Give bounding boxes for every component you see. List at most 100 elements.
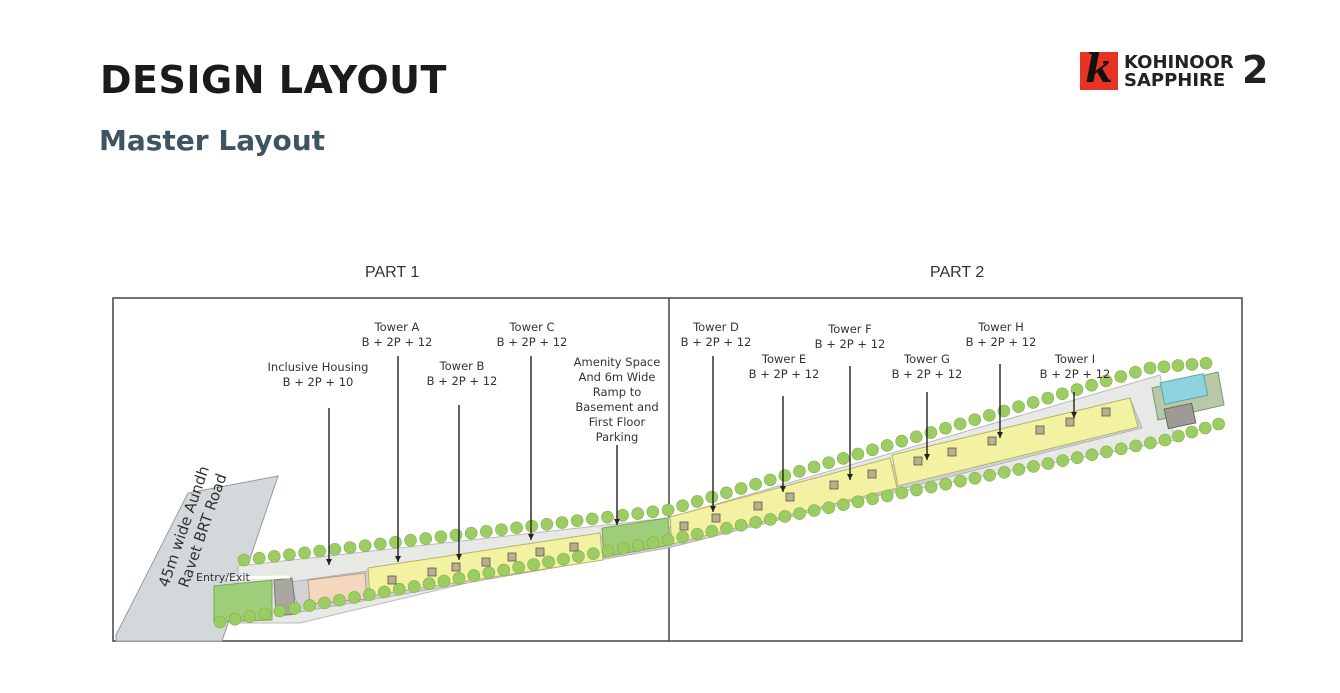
entry-green [213,579,273,623]
tree-icon [1070,451,1084,464]
tower-c-label-line: Tower C [508,320,554,334]
tree-icon [512,561,525,574]
tree-icon [1144,436,1157,450]
tree-icon [495,523,508,536]
tree-icon [910,483,923,497]
tree-icon [389,535,402,549]
unit-marker [679,521,689,531]
tree-icon [631,539,645,552]
end-structure [1163,402,1197,430]
tree-icon [749,477,762,491]
tree-icon [437,574,451,588]
tree-icon [298,546,311,560]
tree-icon [778,510,792,523]
tree-icon [527,558,540,571]
tree-icon [895,486,909,500]
unit-marker [427,567,437,577]
tower-i-label-line: Tower I [1054,352,1095,366]
tree-icon [749,516,763,529]
unit-marker [569,542,579,552]
tree-icon [601,510,614,524]
tree-icon [328,542,342,556]
tree-icon [1085,378,1098,392]
tree-icon [822,456,835,469]
tree-icon [851,447,865,461]
plan-frame [112,297,1243,642]
tree-icon [676,499,689,512]
tower-b-label-line: B + 2P + 12 [427,374,498,388]
tree-icon [1143,361,1157,375]
tree-icon [237,553,251,567]
tower-b-label: Tower BB + 2P + 12 [427,359,498,388]
tree-icon [570,514,584,528]
tree-icon [449,528,463,542]
tower-a-label-line: B + 2P + 12 [362,335,433,349]
tree-icon [983,468,996,482]
tree-icon [243,610,257,623]
unit-marker [481,557,491,567]
tree-icon [953,417,967,431]
inclusive-housing-label-line: Inclusive Housing [268,360,369,374]
tree-icon [807,504,821,517]
tree-icon [1199,356,1213,370]
tower-e-label-line: B + 2P + 12 [749,367,820,381]
tree-icon [479,525,493,538]
logo-line-2: SAPPHIRE [1124,70,1226,91]
unit-marker [451,562,461,572]
tree-icon [997,404,1011,418]
entry-exit-label: Entry/Exit [196,571,250,584]
tower-f-label-line: Tower F [827,322,872,336]
tree-icon [540,517,554,531]
tree-icon [1027,460,1040,473]
tree-icon [1012,400,1025,414]
tree-icon [392,582,406,596]
leader-lines [326,356,1077,565]
tower-b-arrow-icon [456,554,462,560]
tower-i-label-line: B + 2P + 12 [1040,367,1111,381]
tower-a-label-line: Tower A [374,320,420,334]
tree-icon [968,413,982,426]
page-title: DESIGN LAYOUT [100,58,447,102]
tree-icon [1056,454,1069,467]
tower-f-arrow-icon [847,474,853,480]
tree-icon [482,566,496,580]
tree-icon [1099,374,1113,388]
part-1-label: PART 1 [365,264,420,281]
tree-icon [997,466,1011,479]
tree-icon [252,551,266,565]
tree-icon [836,452,850,465]
tree-icon [1100,445,1113,459]
tree-icon [851,495,865,509]
tree-icon [939,477,953,491]
tree-icon [572,550,585,563]
amenity-space-label-line: Parking [596,430,639,444]
tree-icon [1085,448,1099,462]
tree-icon [983,409,996,422]
tower-d-label: Tower DB + 2P + 12 [681,320,752,349]
tree-icon [1129,366,1142,379]
tree-icon [1114,442,1128,456]
tree-icon [1012,463,1026,476]
tree-icon [1171,359,1185,372]
unit-marker [1035,425,1045,435]
tree-icon [542,555,555,569]
tower-units [387,407,1111,585]
tree-icon [763,473,777,487]
amenity-space-label-line: And 6m Wide [579,370,656,384]
tree-icon [910,430,923,444]
unit-marker [913,456,923,466]
unit-marker [711,513,721,523]
amenity-space-label-line: Ramp to [593,385,642,399]
tree-icon [616,541,630,555]
amenity-space-label-line: Amenity Space [574,355,661,369]
tower-g-label-line: Tower G [903,352,950,366]
tree-icon [939,421,952,435]
tree-icon [555,516,569,529]
tree-icon [705,524,719,538]
tree-icon [661,533,675,547]
tree-icon [954,474,967,488]
tree-icon [866,443,879,457]
tower-d-label-line: B + 2P + 12 [681,335,752,349]
